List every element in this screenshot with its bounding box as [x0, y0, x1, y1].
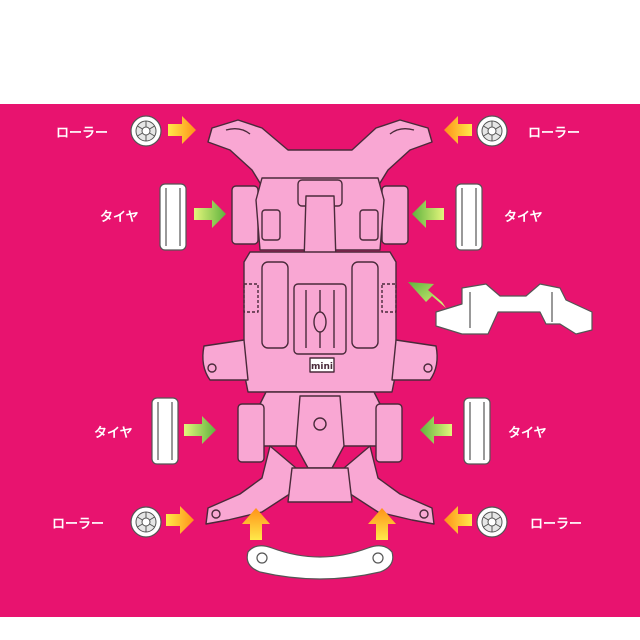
- tire-label: タイヤ: [100, 210, 139, 225]
- roller-label: ローラー: [528, 126, 580, 141]
- roller-label: ローラー: [52, 517, 104, 532]
- roller-icon: [130, 115, 162, 147]
- arrow-icon: [242, 508, 270, 540]
- tire-icon: [151, 397, 179, 465]
- tire-icon: [159, 183, 187, 251]
- arrow-icon: [412, 200, 444, 228]
- roller-icon: [130, 506, 162, 538]
- tire-label: タイヤ: [504, 210, 543, 225]
- arrow-icon: [368, 508, 396, 540]
- roller-label: ローラー: [530, 517, 582, 532]
- arrow-icon: [166, 506, 194, 534]
- arrow-icon: [420, 416, 452, 444]
- arrow-icon: [168, 116, 196, 144]
- chassis-icon: [202, 119, 438, 525]
- roller-icon: [476, 506, 508, 538]
- arrow-icon: [184, 416, 216, 444]
- roller-icon: [476, 115, 508, 147]
- rear-stay-icon: [246, 545, 394, 580]
- tire-icon: [463, 397, 491, 465]
- tire-icon: [455, 183, 483, 251]
- tire-label: タイヤ: [94, 426, 133, 441]
- tire-label: タイヤ: [508, 426, 547, 441]
- roller-label: ローラー: [56, 126, 108, 141]
- arrow-icon: [444, 116, 472, 144]
- brand-mark: mini: [311, 362, 333, 372]
- motor-bracket-icon: [435, 283, 593, 335]
- arrow-icon: [408, 282, 446, 308]
- arrow-icon: [444, 506, 472, 534]
- arrow-icon: [194, 200, 226, 228]
